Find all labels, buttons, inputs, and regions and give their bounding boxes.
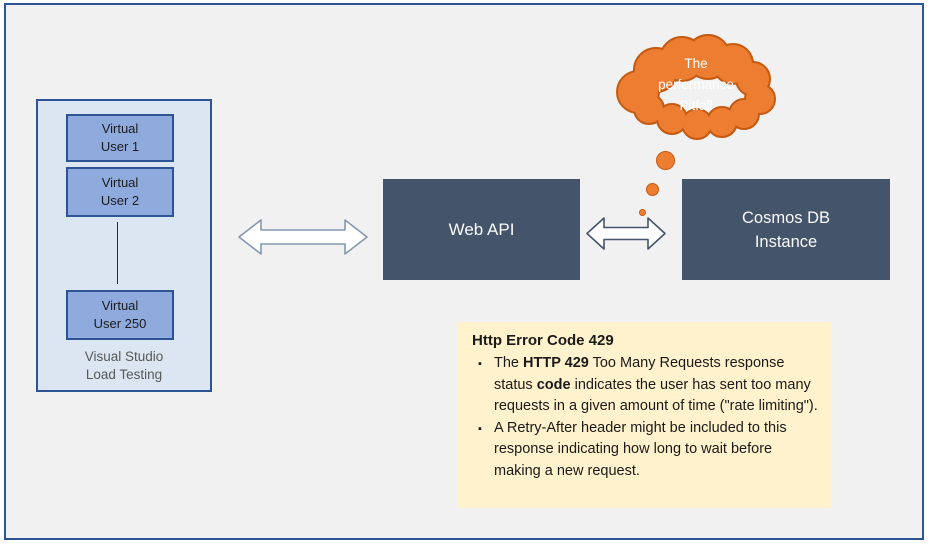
ellipsis-connector-line: [117, 222, 118, 284]
virtual-user-2-box: Virtual User 2: [66, 167, 174, 217]
bullet-square-icon: ▪: [478, 358, 482, 370]
web-api-label: Web API: [448, 219, 515, 239]
virtual-user-2-label-line1: Virtual: [101, 175, 139, 190]
cosmos-db-box: Cosmos DB Instance: [682, 179, 890, 280]
virtual-user-1-box: Virtual User 1: [66, 114, 174, 162]
thought-dot-small: [639, 209, 646, 216]
cloud-caption: The performance Pitfall: [621, 53, 771, 116]
bullet-1-text: The: [494, 355, 524, 371]
note-bullet-list: ▪ The HTTP 429 Too Many Requests response…: [472, 353, 820, 482]
virtual-user-2-label-line2: User 2: [100, 193, 140, 208]
virtual-user-250-label-line2: User 250: [93, 316, 147, 331]
note-bullet-1: ▪ The HTTP 429 Too Many Requests response…: [478, 353, 820, 418]
thought-dot-medium: [646, 183, 659, 196]
note-bullet-2: ▪ A Retry-After header might be included …: [478, 418, 820, 483]
bullet-1-bold-http429: HTTP 429: [523, 355, 589, 371]
cloud-caption-line1: The: [684, 56, 708, 71]
virtual-user-1-label-line2: User 1: [100, 139, 140, 154]
web-api-box: Web API: [383, 179, 580, 280]
virtual-user-250-box: Virtual User 250: [66, 290, 174, 340]
double-arrow-icon-left: [238, 219, 368, 255]
double-arrow-icon-right: [586, 217, 666, 250]
cloud-caption-line3: Pitfall: [679, 98, 713, 113]
virtual-user-1-label-line1: Virtual: [101, 121, 139, 136]
bullet-2-text: A Retry-After header might be included t…: [494, 419, 787, 479]
note-title: Http Error Code 429: [472, 332, 614, 349]
panel-label-line2: Load Testing: [85, 367, 163, 382]
bullet-1-text: Too Many Requests response status: [494, 355, 785, 393]
thought-dot-large: [656, 151, 675, 170]
load-test-panel-label: Visual Studio Load Testing: [36, 348, 212, 384]
cosmos-db-label-line1: Cosmos DB: [741, 208, 831, 227]
bullet-1-bold-code: code: [536, 376, 571, 393]
cosmos-db-label-line2: Instance: [754, 232, 818, 251]
virtual-user-250-label-line1: Virtual: [101, 298, 139, 313]
http-429-note: Http Error Code 429 ▪ The HTTP 429 Too Ma…: [458, 322, 832, 508]
panel-label-line1: Visual Studio: [84, 349, 164, 364]
bullet-square-icon: ▪: [478, 422, 482, 435]
bullet-1-text: indicates the user has sent too many req…: [494, 376, 818, 415]
cloud-caption-line2: performance: [658, 77, 734, 92]
